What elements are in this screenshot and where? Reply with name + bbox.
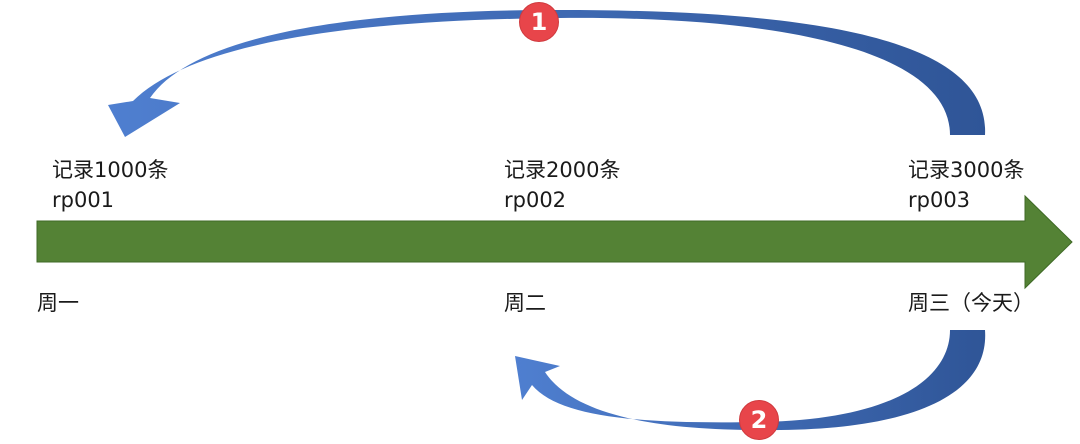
day-label-1: 周一	[37, 291, 79, 315]
day-label-3: 周三（今天）	[908, 291, 1034, 315]
id-label-1: rp001	[52, 188, 115, 212]
id-label-2: rp002	[504, 188, 567, 212]
id-label-3: rp003	[908, 188, 971, 212]
step-badge-1: 1	[519, 2, 559, 42]
day-label-2: 周二	[504, 291, 546, 315]
record-label-3: 记录3000条	[908, 158, 1025, 182]
record-label-2: 记录2000条	[504, 158, 621, 182]
timeline-arrow	[36, 194, 1073, 290]
step-badge-2: 2	[739, 400, 779, 440]
record-label-1: 记录1000条	[52, 158, 169, 182]
